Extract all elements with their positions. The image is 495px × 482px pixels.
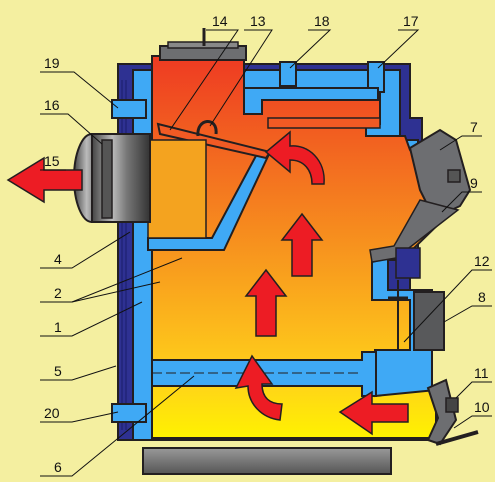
door-slope (369, 199, 460, 263)
water-connection-18 (279, 61, 297, 87)
rising-arrow-2 (280, 212, 324, 277)
exhaust-arrow (6, 156, 83, 204)
callout-12: 12 (474, 253, 490, 269)
boiler-base (142, 447, 392, 475)
callout-18: 18 (314, 13, 330, 29)
door-hinge-block (395, 247, 421, 279)
callout-19: 19 (44, 55, 60, 71)
bottom-lever (435, 430, 479, 446)
callout-20: 20 (44, 405, 60, 421)
callout-17: 17 (403, 13, 419, 29)
loading-door (408, 128, 472, 220)
flue-box (147, 139, 207, 239)
air-damper-knob (445, 397, 459, 413)
flow-arrows (6, 130, 409, 436)
curved-arrow-lower (234, 354, 283, 421)
flue-pipe (91, 133, 151, 223)
callout-7: 7 (470, 119, 478, 135)
callout-11: 11 (474, 365, 489, 381)
callout-numbers: 14 13 18 17 19 16 15 4 2 1 5 20 6 7 9 12… (44, 13, 490, 475)
callout-10: 10 (474, 399, 490, 415)
callout-15: 15 (44, 153, 60, 169)
callout-16: 16 (44, 97, 60, 113)
curved-arrow-upper (264, 130, 325, 185)
callout-9: 9 (470, 175, 478, 191)
water-connection-19 (111, 99, 147, 119)
callout-13: 13 (250, 13, 266, 29)
deflector-plate (156, 122, 272, 160)
callout-1: 1 (54, 319, 62, 335)
loading-door-handle (447, 169, 461, 183)
callout-8: 8 (478, 289, 486, 305)
callout-4: 4 (54, 251, 62, 267)
flue-pipe-flange (101, 139, 113, 219)
air-inlet-arrow (338, 390, 409, 436)
flue-gas-pass (267, 117, 381, 129)
callout-6: 6 (54, 459, 62, 475)
deflector-handle (196, 120, 218, 137)
callout-5: 5 (54, 363, 62, 379)
rising-arrow-1 (244, 268, 288, 337)
callout-14: 14 (212, 13, 228, 29)
ash-door (413, 291, 445, 351)
upper-water-baffle (243, 87, 379, 115)
callout-2: 2 (54, 285, 62, 301)
leader-lines (40, 29, 492, 477)
